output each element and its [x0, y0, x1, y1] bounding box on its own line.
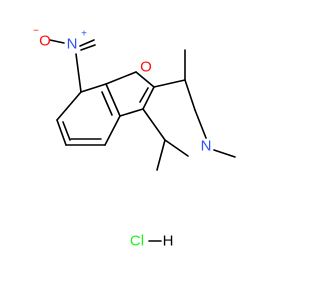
bond — [142, 108, 166, 141]
bond — [164, 139, 189, 157]
piperidine-ring — [142, 79, 207, 157]
amine-nitrogen-label: N — [201, 138, 212, 155]
bond — [80, 83, 107, 93]
double-bond-inner — [62, 121, 71, 141]
nitro-nitrogen-charge: + — [81, 29, 87, 40]
nitro-group-bonds — [49, 39, 96, 93]
chlorine-label: Cl — [130, 233, 144, 250]
nitro-oxygen-label: O — [39, 33, 51, 50]
nitro-nitrogen-label: N — [67, 36, 78, 53]
bond — [75, 53, 82, 93]
bond — [105, 71, 137, 85]
furan-ring — [105, 71, 155, 117]
bond — [104, 115, 121, 146]
bond — [194, 109, 207, 139]
double-bond-inner — [139, 87, 149, 103]
bond — [119, 108, 144, 117]
bond — [135, 71, 155, 88]
hydrogen-label: H — [163, 233, 174, 250]
ring-oxygen-label: O — [140, 59, 152, 76]
methyl-bond — [213, 149, 236, 158]
bond — [56, 91, 82, 121]
double-bond-inner — [101, 91, 113, 116]
methyl-groups — [156, 49, 236, 171]
bond — [80, 44, 96, 51]
nitro-oxygen-charge: − — [33, 26, 39, 37]
bond — [184, 79, 196, 111]
double-bond-inner — [79, 39, 95, 47]
bond — [105, 83, 121, 117]
bond — [49, 39, 65, 44]
hydrochloride-salt: Cl H — [130, 233, 174, 250]
bond — [56, 119, 67, 146]
bond — [153, 79, 186, 88]
molecule-structure: O N + O − N Cl H — [33, 26, 236, 250]
methyl-bond — [156, 139, 166, 171]
bond — [142, 86, 155, 110]
benzene-ring — [56, 83, 121, 146]
